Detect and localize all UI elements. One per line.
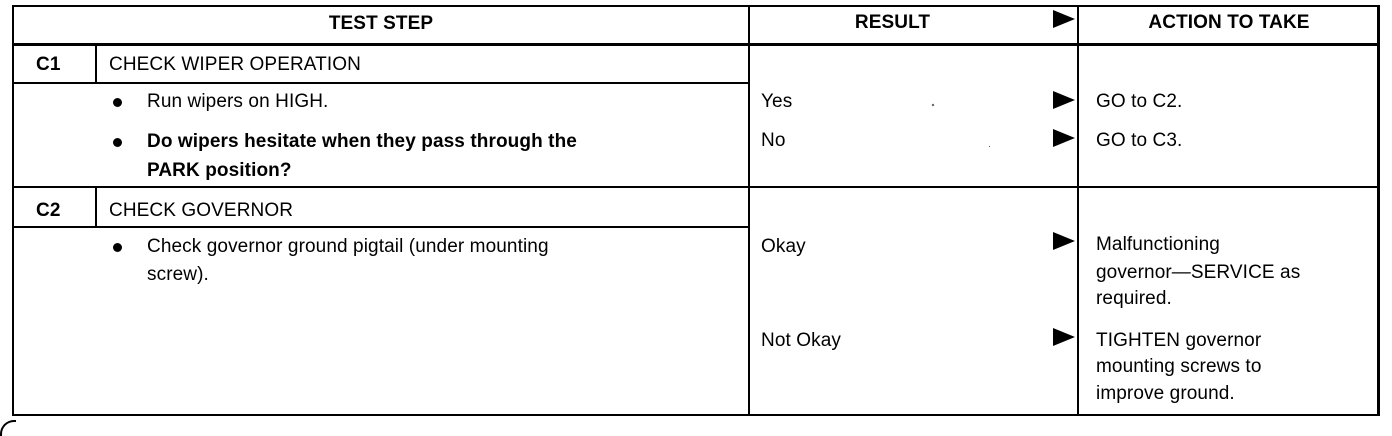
bullet-icon bbox=[113, 243, 122, 252]
result-c1-no: No bbox=[761, 130, 786, 151]
action-c2-okay-line1: Malfunctioning bbox=[1096, 234, 1220, 255]
action-c2-okay-line3: required. bbox=[1096, 288, 1172, 309]
bullet-icon bbox=[113, 98, 122, 107]
step-code-c1: C1 bbox=[36, 54, 61, 75]
step-code-c2: C2 bbox=[36, 200, 61, 221]
c1-title-divider bbox=[12, 82, 750, 84]
header-result: RESULT bbox=[854, 12, 931, 33]
action-column-divider bbox=[1077, 5, 1079, 416]
header-divider bbox=[12, 43, 1380, 46]
result-column-divider bbox=[748, 5, 750, 416]
header-action-to-take: ACTION TO TAKE bbox=[1148, 12, 1310, 33]
step-title-c2: CHECK GOVERNOR bbox=[109, 200, 294, 221]
step-item-c2-1-line2: screw). bbox=[147, 264, 209, 285]
step-title-c1: CHECK WIPER OPERATION bbox=[109, 54, 361, 75]
result-c2-okay: Okay bbox=[761, 236, 806, 257]
result-c1-yes: Yes bbox=[761, 91, 793, 112]
step-divider-c2 bbox=[12, 186, 1380, 188]
bullet-icon bbox=[113, 138, 122, 147]
c2-title-divider bbox=[12, 226, 750, 228]
table-frame bbox=[12, 5, 1380, 416]
page-corner-curl bbox=[0, 420, 16, 436]
arrow-icon bbox=[1053, 232, 1075, 250]
code-column-divider-c1 bbox=[95, 45, 97, 83]
arrow-icon bbox=[1053, 91, 1075, 109]
arrow-icon bbox=[1053, 129, 1075, 147]
action-c1-yes: GO to C2. bbox=[1096, 91, 1183, 112]
arrow-icon bbox=[1053, 328, 1075, 346]
action-c2-not-okay-line1: TIGHTEN governor bbox=[1096, 330, 1262, 351]
code-column-divider-c2 bbox=[95, 187, 97, 227]
step-item-c1-1: Run wipers on HIGH. bbox=[147, 91, 329, 112]
result-c2-not-okay: Not Okay bbox=[761, 330, 841, 351]
action-c2-not-okay-line2: mounting screws to bbox=[1096, 356, 1262, 377]
header-arrow-icon bbox=[1053, 10, 1075, 28]
step-item-c2-1-line1: Check governor ground pigtail (under mou… bbox=[147, 236, 549, 257]
scan-speck bbox=[989, 146, 990, 147]
header-test-step: TEST STEP bbox=[328, 13, 434, 34]
step-item-c1-2-line2: PARK position? bbox=[147, 160, 292, 181]
action-c2-not-okay-line3: improve ground. bbox=[1096, 383, 1235, 404]
step-item-c1-2-line1: Do wipers hesitate when they pass throug… bbox=[147, 131, 577, 152]
action-c1-no: GO to C3. bbox=[1096, 130, 1183, 151]
action-c2-okay-line2: governor—SERVICE as bbox=[1096, 262, 1301, 283]
